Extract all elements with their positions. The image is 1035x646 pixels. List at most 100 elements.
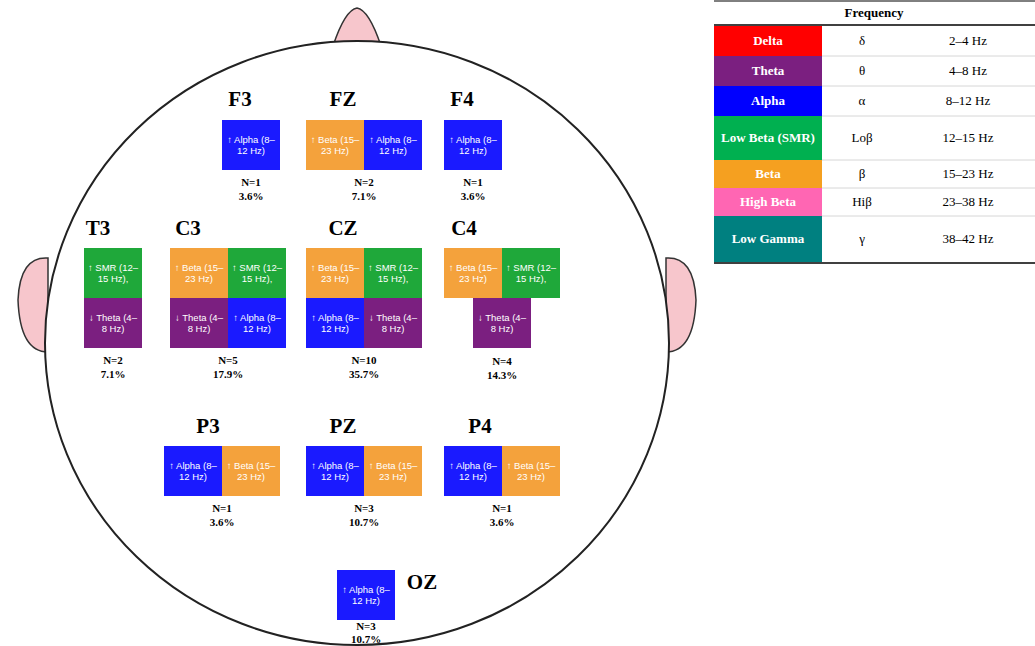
band-text: ↑ Beta (15–23 Hz) bbox=[222, 460, 280, 483]
table-cell: 8–12 Hz bbox=[946, 93, 990, 109]
alpha-box: ↑ Alpha (8–12 Hz) bbox=[444, 120, 502, 170]
study-count: N=5 bbox=[218, 354, 238, 366]
legend-text: Theta bbox=[720, 64, 816, 79]
row-rule bbox=[822, 56, 1035, 57]
beta-box: ↑ Beta (15–23 Hz) bbox=[444, 248, 502, 298]
band-text: ↑ SMR (12–15 Hz), bbox=[84, 262, 142, 285]
band-text: ↑ SMR (12–15 Hz), bbox=[502, 262, 560, 285]
band-text: ↑ Beta (15–23 Hz) bbox=[170, 262, 228, 285]
study-count: 10.7% bbox=[351, 633, 381, 645]
smr-box: ↑ SMR (12–15 Hz), bbox=[228, 248, 286, 298]
row-rule bbox=[822, 116, 1035, 117]
smr-box: ↑ SMR (12–15 Hz), bbox=[502, 248, 560, 298]
study-count: N=2 bbox=[354, 176, 374, 188]
row-rule bbox=[822, 160, 1035, 161]
study-count: 7.1% bbox=[101, 368, 126, 380]
band-text: ↑ Alpha (8–12 Hz) bbox=[222, 134, 280, 157]
electrode-name: F3 bbox=[228, 87, 251, 112]
table-cell: θ bbox=[859, 63, 865, 79]
alpha-box: ↑ Alpha (8–12 Hz) bbox=[164, 446, 222, 496]
electrode-name: PZ bbox=[330, 414, 357, 439]
study-count: N=1 bbox=[463, 176, 483, 188]
scalp bbox=[45, 41, 669, 645]
beta-box: ↑ Beta (15–23 Hz) bbox=[306, 120, 364, 170]
theta-box: ↓ Theta (4–8 Hz) bbox=[84, 298, 142, 348]
band-text: ↑ Beta (15–23 Hz) bbox=[306, 262, 364, 285]
study-count: 3.6% bbox=[490, 516, 515, 528]
smr-box: ↑ SMR (12–15 Hz), bbox=[364, 248, 422, 298]
alpha-box: ↑ Alpha (8–12 Hz) bbox=[222, 120, 280, 170]
study-count: N=1 bbox=[492, 502, 512, 514]
table-rule bbox=[714, 262, 1035, 264]
band-text: ↑ SMR (12–15 Hz), bbox=[364, 262, 422, 285]
table-cell: 4–8 Hz bbox=[949, 63, 987, 79]
left-ear bbox=[18, 258, 48, 352]
beta-box: ↑ Beta (15–23 Hz) bbox=[306, 248, 364, 298]
alpha-box: ↑ Alpha (8–12 Hz) bbox=[337, 570, 395, 620]
legend-text: Delta bbox=[720, 34, 816, 49]
row-rule bbox=[822, 216, 1035, 217]
theta-box: ↓ Theta (4–8 Hz) bbox=[364, 298, 422, 348]
legend-text: High Beta bbox=[720, 195, 816, 210]
study-count: N=4 bbox=[492, 355, 512, 367]
band-text: ↓ Theta (4–8 Hz) bbox=[473, 312, 531, 335]
study-count: N=10 bbox=[351, 354, 376, 366]
beta-box: ↑ Beta (15–23 Hz) bbox=[364, 446, 422, 496]
table-cell: 38–42 Hz bbox=[943, 231, 994, 247]
table-cell: δ bbox=[859, 33, 865, 49]
band-text: ↑ Alpha (8–12 Hz) bbox=[364, 134, 422, 157]
right-ear bbox=[666, 258, 696, 352]
alpha-box: ↑ Alpha (8–12 Hz) bbox=[228, 298, 286, 348]
alpha-box: ↑ Alpha (8–12 Hz) bbox=[364, 120, 422, 170]
table-cell: 23–38 Hz bbox=[943, 194, 994, 210]
electrode-name: P4 bbox=[468, 414, 491, 439]
electrode-name: T3 bbox=[86, 216, 111, 241]
study-count: 3.6% bbox=[210, 516, 235, 528]
row-rule bbox=[822, 188, 1035, 189]
electrode-name: OZ bbox=[407, 570, 437, 595]
alpha-box: ↑ Alpha (8–12 Hz) bbox=[444, 446, 502, 496]
band-text: ↑ Alpha (8–12 Hz) bbox=[444, 460, 502, 483]
study-count: N=1 bbox=[212, 502, 232, 514]
legend-text: Low Beta (SMR) bbox=[720, 131, 816, 146]
study-count: N=3 bbox=[354, 502, 374, 514]
study-count: 14.3% bbox=[487, 369, 517, 381]
electrode-name: F4 bbox=[450, 87, 473, 112]
legend-text: Alpha bbox=[720, 94, 816, 109]
electrode-name: FZ bbox=[330, 87, 357, 112]
legend-text: Low Gamma bbox=[720, 232, 816, 247]
table-cell: 12–15 Hz bbox=[943, 130, 994, 146]
theta-box: ↓ Theta (4–8 Hz) bbox=[473, 298, 531, 348]
study-count: N=3 bbox=[356, 620, 376, 632]
theta-box: ↓ Theta (4–8 Hz) bbox=[170, 298, 228, 348]
study-count: 7.1% bbox=[352, 190, 377, 202]
band-text: ↑ Alpha (8–12 Hz) bbox=[228, 312, 286, 335]
beta-box: ↑ Beta (15–23 Hz) bbox=[222, 446, 280, 496]
study-count: N=1 bbox=[241, 176, 261, 188]
table-cell: Hiβ bbox=[852, 194, 872, 210]
band-text: ↓ Theta (4–8 Hz) bbox=[364, 312, 422, 335]
table-cell: γ bbox=[859, 231, 865, 247]
band-text: ↑ Beta (15–23 Hz) bbox=[306, 134, 364, 157]
table-rule bbox=[714, 1, 1035, 2]
table-cell: Loβ bbox=[851, 130, 872, 146]
band-text: ↑ Beta (15–23 Hz) bbox=[364, 460, 422, 483]
electrode-name: CZ bbox=[328, 216, 357, 241]
band-text: ↑ Alpha (8–12 Hz) bbox=[337, 584, 395, 607]
table-cell: 15–23 Hz bbox=[943, 166, 994, 182]
table-cell: α bbox=[859, 93, 866, 109]
study-count: 3.6% bbox=[461, 190, 486, 202]
table-cell: 2–4 Hz bbox=[949, 33, 987, 49]
electrode-name: P3 bbox=[196, 414, 219, 439]
beta-box: ↑ Beta (15–23 Hz) bbox=[170, 248, 228, 298]
study-count: 10.7% bbox=[349, 516, 379, 528]
band-text: ↑ Alpha (8–12 Hz) bbox=[164, 460, 222, 483]
band-text: ↓ Theta (4–8 Hz) bbox=[170, 312, 228, 335]
study-count: 35.7% bbox=[349, 368, 379, 380]
band-text: ↑ SMR (12–15 Hz), bbox=[228, 262, 286, 285]
legend-text: Beta bbox=[720, 167, 816, 182]
study-count: 3.6% bbox=[239, 190, 264, 202]
beta-box: ↑ Beta (15–23 Hz) bbox=[502, 446, 560, 496]
electrode-name: C3 bbox=[175, 216, 201, 241]
band-text: ↑ Alpha (8–12 Hz) bbox=[306, 460, 364, 483]
